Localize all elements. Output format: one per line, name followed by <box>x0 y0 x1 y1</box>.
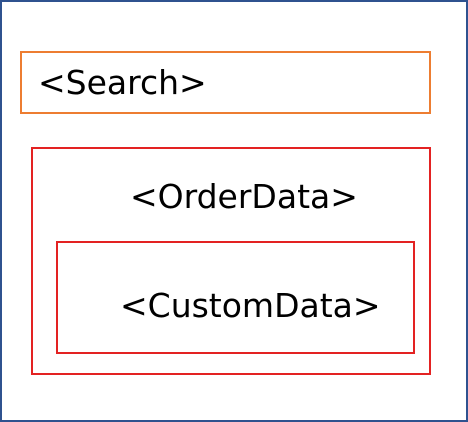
search-component-label: <Search> <box>38 63 207 102</box>
custom-data-component-box <box>56 241 415 354</box>
custom-data-component-label: <CustomData> <box>120 286 381 325</box>
search-component-box <box>20 51 431 114</box>
order-data-component-label: <OrderData> <box>130 177 358 216</box>
